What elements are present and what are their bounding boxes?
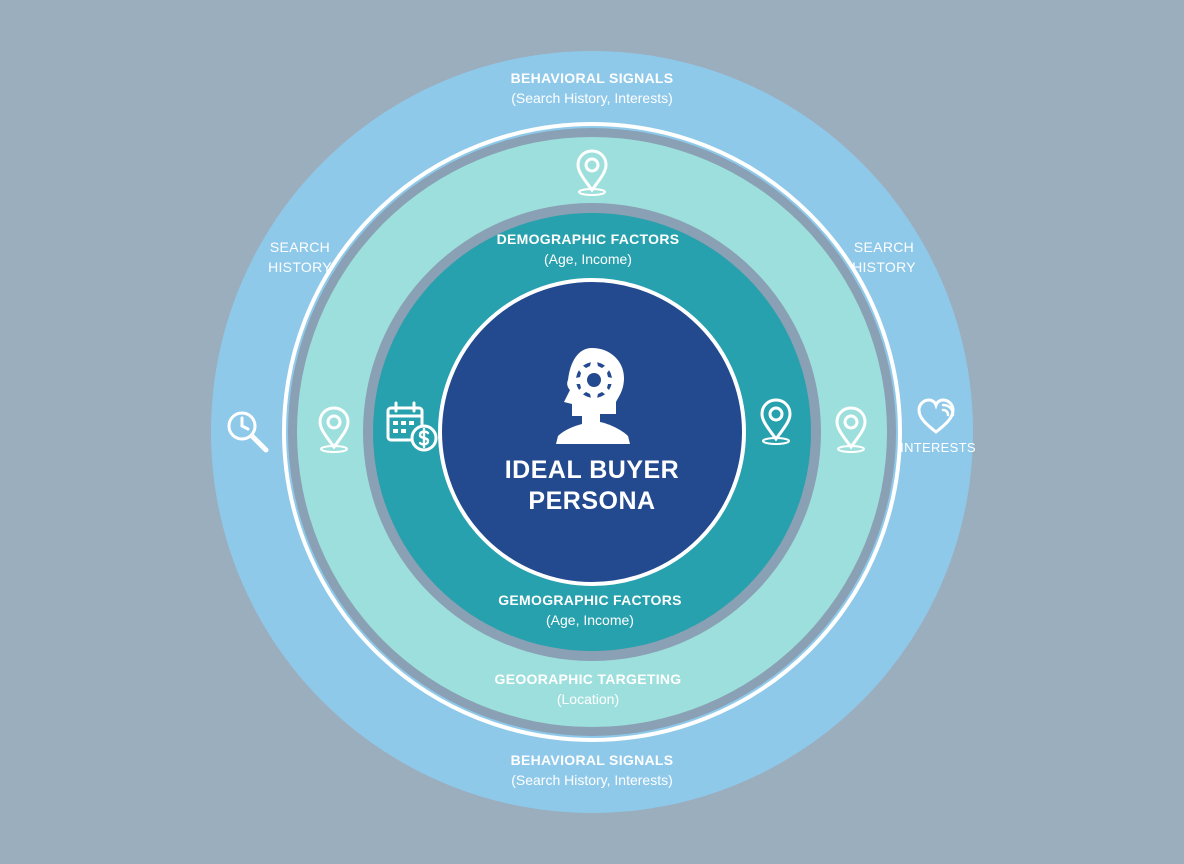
head-gear-icon [556, 348, 630, 444]
center-title: IDEAL BUYER PERSONA [504, 456, 680, 515]
search-history-label-left: SEARCH HISTORY [268, 237, 332, 277]
demographic-title-bottom: GEMOGRAPHIC FACTORS [498, 592, 682, 608]
search-history-right-line2: HISTORY [852, 259, 916, 275]
search-history-left-line1: SEARCH [269, 239, 331, 255]
interests-text: INTERESTS [900, 440, 976, 455]
demographic-label-bottom: GEMOGRAPHIC FACTORS (Age, Income) [498, 592, 682, 628]
location-pin-icon [835, 406, 867, 453]
geographic-title: GEOORAPHIC TARGETING [494, 671, 682, 687]
search-history-right-line1: SEARCH [853, 239, 915, 255]
demographic-label-top: DEMOGRAPHIC FACTORS (Age, Income) [497, 231, 680, 267]
location-pin-icon [760, 398, 792, 445]
behavioral-subtitle-bottom: (Search History, Interests) [511, 772, 673, 788]
behavioral-label-top: BEHAVIORAL SIGNALS (Search History, Inte… [511, 70, 674, 106]
behavioral-title-bottom: BEHAVIORAL SIGNALS [510, 752, 674, 768]
heart-signal-icon [917, 398, 955, 434]
behavioral-label-bottom: BEHAVIORAL SIGNALS (Search History, Inte… [511, 752, 674, 788]
geographic-subtitle: (Location) [556, 691, 620, 707]
interests-label: INTERESTS [900, 440, 976, 455]
demographic-subtitle-top: (Age, Income) [544, 251, 632, 267]
geographic-label: GEOORAPHIC TARGETING (Location) [495, 671, 682, 707]
location-pin-icon [576, 149, 608, 196]
search-history-label-right: SEARCH HISTORY [852, 237, 916, 277]
demographic-subtitle-bottom: (Age, Income) [546, 612, 634, 628]
calendar-dollar-icon [386, 401, 438, 452]
demographic-title-top: DEMOGRAPHIC FACTORS [496, 231, 680, 247]
ring-separator [282, 122, 902, 742]
location-pin-icon [318, 406, 350, 453]
behavioral-title-top: BEHAVIORAL SIGNALS [510, 70, 674, 86]
behavioral-subtitle-top: (Search History, Interests) [511, 90, 673, 106]
search-history-left-line2: HISTORY [268, 259, 332, 275]
search-clock-icon [227, 411, 269, 453]
